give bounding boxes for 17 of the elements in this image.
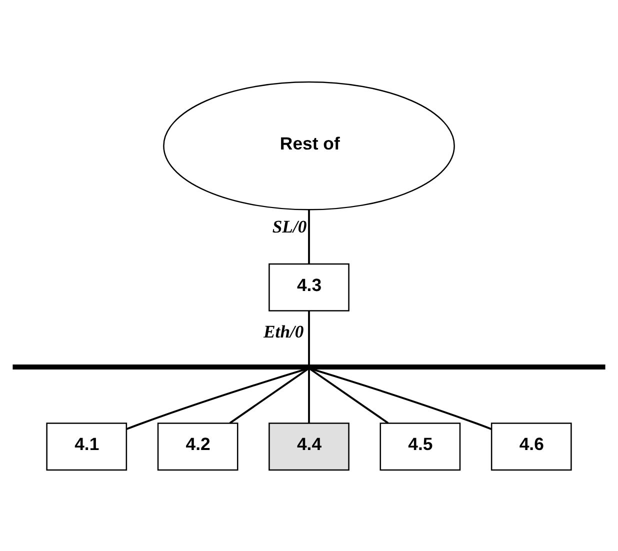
node-box: 4.6 xyxy=(490,422,572,470)
connector xyxy=(229,368,308,424)
connector xyxy=(308,310,310,364)
connector xyxy=(311,368,492,430)
connector xyxy=(126,368,307,430)
node-box: 4.3 xyxy=(268,262,350,311)
node-bar xyxy=(12,364,606,369)
edge-label: Eth/0 xyxy=(264,321,304,342)
node-ellipse: Rest of xyxy=(163,80,455,210)
node-box: 4.5 xyxy=(380,422,461,470)
connector xyxy=(308,368,310,423)
node-box: 4.2 xyxy=(157,422,238,470)
node-box: 4.4 xyxy=(268,422,350,470)
connector xyxy=(310,368,389,424)
node-box: 4.1 xyxy=(46,422,128,470)
edge-label: SL/0 xyxy=(272,216,307,236)
connector xyxy=(308,209,310,264)
